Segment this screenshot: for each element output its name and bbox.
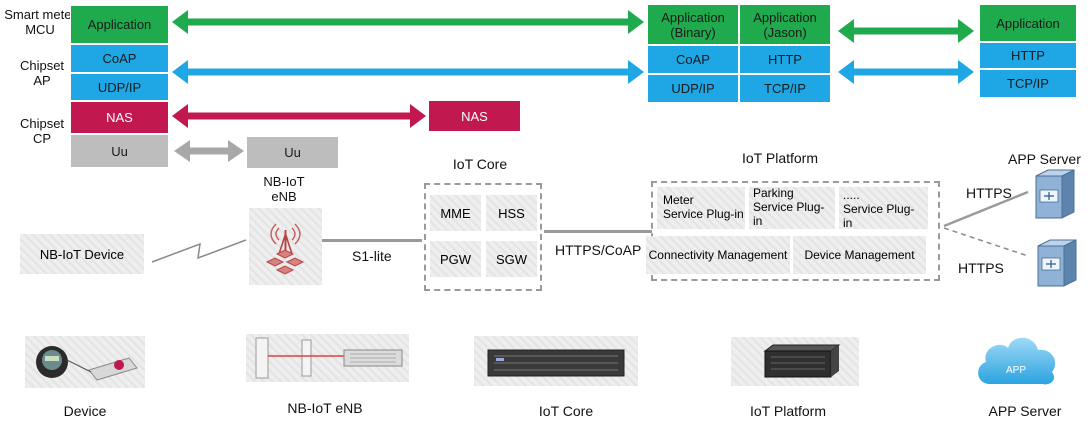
cloud-text: APP <box>1005 365 1026 376</box>
platform-tcp-ip-layer: TCP/IP <box>739 74 831 103</box>
core-cell-sgw: SGW <box>486 241 537 277</box>
server-application-layer: Application <box>979 4 1077 42</box>
app-server-title: APP Server <box>1008 151 1081 167</box>
platform-cell-parking-plugin: Parking Service Plug- in <box>749 186 835 229</box>
iot-core-group <box>424 183 542 291</box>
nb-iot-device-node: NB-IoT Device <box>20 234 144 274</box>
enb-equipment-icon <box>255 337 403 379</box>
transport-arrow-right <box>838 60 974 84</box>
platform-hardware-image <box>731 337 859 386</box>
platform-cell-connectivity-management: Connectivity Management <box>646 236 790 274</box>
application-arrow <box>172 10 644 34</box>
enb-label: NB-IoT eNB <box>263 174 305 204</box>
device-coap-layer: CoAP <box>70 44 169 73</box>
platform-cell-other-plugin: ..... Service Plug- in <box>839 187 928 230</box>
platform-cell-meter-plugin: Meter Service Plug-in <box>657 187 745 229</box>
smart-meter-icon <box>36 346 138 381</box>
https-bottom-label: HTTPS <box>958 260 1004 276</box>
platform-cell-device-management: Device Management <box>793 236 926 274</box>
https-link-top <box>943 190 1029 228</box>
platform-app-binary: Application (Binary) <box>647 4 739 45</box>
device-application-layer: Application <box>70 5 169 44</box>
device-nas-layer: NAS <box>70 101 169 134</box>
platform-http-layer: HTTP <box>739 45 831 74</box>
s1-lite-label: S1-lite <box>352 248 392 264</box>
platform-hardware-label: IoT Platform <box>750 403 826 419</box>
enb-node <box>249 208 322 285</box>
application-arrow-right <box>838 19 974 43</box>
radio-link <box>151 239 247 263</box>
uu-arrow <box>174 140 244 162</box>
core-hardware-label: IoT Core <box>538 403 594 419</box>
core-cell-pgw: PGW <box>430 241 481 277</box>
device-hardware-image <box>25 336 145 388</box>
nas-arrow <box>172 104 426 128</box>
server-tcp-ip-layer: TCP/IP <box>979 69 1077 98</box>
core-nas-layer: NAS <box>428 100 521 132</box>
ap-label: Chipset AP <box>19 58 65 88</box>
enb-hardware-image <box>246 334 409 382</box>
nb-iot-device-label: NB-IoT Device <box>39 246 125 262</box>
device-hardware-label: Device <box>63 403 107 419</box>
device-udp-ip-layer: UDP/IP <box>70 73 169 101</box>
device-uu-layer: Uu <box>70 134 169 168</box>
iot-platform-group <box>651 181 940 281</box>
cloud-icon <box>978 337 1056 385</box>
cell-tower-icon <box>265 223 305 275</box>
iot-core-title: IoT Core <box>452 156 508 172</box>
s1-lite-link <box>322 239 422 242</box>
platform-app-jason: Application (Jason) <box>739 4 831 45</box>
enb-uu-layer: Uu <box>246 136 339 169</box>
https-top-label: HTTPS <box>966 185 1012 201</box>
transport-arrow <box>172 60 644 84</box>
cp-label: Chipset CP <box>19 116 65 146</box>
core-server-icon <box>487 349 625 377</box>
platform-coap-layer: CoAP <box>647 45 739 74</box>
https-coap-label: HTTPS/CoAP <box>555 242 642 258</box>
mcu-label: Smart meter MCU <box>4 7 76 37</box>
app-server-hardware-label: APP Server <box>988 403 1062 419</box>
core-hardware-image <box>474 336 638 386</box>
core-platform-link <box>544 230 652 233</box>
platform-server-icon <box>763 344 841 378</box>
server-icon-top <box>1035 169 1075 219</box>
iot-platform-title: IoT Platform <box>742 150 818 166</box>
server-icon-bottom <box>1037 239 1077 287</box>
server-http-layer: HTTP <box>979 42 1077 69</box>
enb-hardware-label: NB-IoT eNB <box>287 400 363 416</box>
https-link-bottom <box>943 227 1029 257</box>
core-cell-mme: MME <box>430 195 481 231</box>
core-cell-hss: HSS <box>486 195 537 231</box>
platform-udp-ip-layer: UDP/IP <box>647 74 739 103</box>
